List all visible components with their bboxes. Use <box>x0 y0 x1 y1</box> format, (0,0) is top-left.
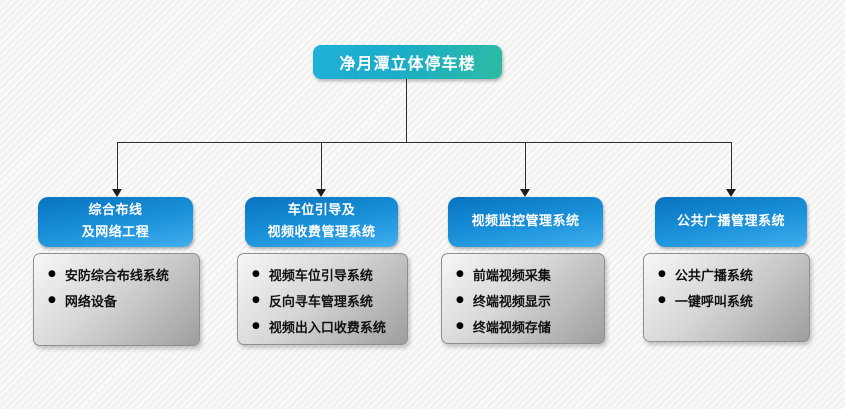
detail-list-parking-guidance: ● 视频车位引导系统 ● 反向寻车管理系统 ● 视频出入口收费系统 <box>237 253 408 345</box>
connector-root-stem <box>406 79 407 142</box>
bullet-icon: ● <box>456 321 464 331</box>
arrowhead-down-icon <box>112 189 122 197</box>
list-item: ● 视频出入口收费系统 <box>252 313 399 339</box>
branch-title-line: 视频收费管理系统 <box>267 225 376 240</box>
item-label: 前端视频采集 <box>472 268 551 284</box>
bullet-icon: ● <box>252 269 260 279</box>
list-item: ● 前端视频采集 <box>456 261 596 287</box>
branch-title-line: 及网络工程 <box>81 225 150 240</box>
list-item: ● 视频车位引导系统 <box>252 261 399 287</box>
branch-node-parking-guidance: 车位引导及 视频收费管理系统 <box>245 197 398 247</box>
item-label: 公共广播系统 <box>674 268 753 284</box>
bullet-icon: ● <box>658 269 666 279</box>
root-node: 净月潭立体停车楼 <box>313 45 502 79</box>
list-item: ● 反向寻车管理系统 <box>252 287 399 313</box>
branch-title-line: 公共广播管理系统 <box>676 214 785 229</box>
bullet-icon: ● <box>252 295 260 305</box>
list-item: ● 一键呼叫系统 <box>658 287 801 313</box>
branch-node-public-broadcast: 公共广播管理系统 <box>655 197 807 247</box>
list-item: ● 安防综合布线系统 <box>48 261 191 287</box>
item-label: 终端视频存储 <box>472 320 551 336</box>
arrowhead-down-icon <box>726 189 736 197</box>
connector-drop-4 <box>731 142 732 189</box>
detail-list-public-broadcast: ● 公共广播系统 ● 一键呼叫系统 <box>643 253 810 342</box>
bullet-icon: ● <box>48 295 56 305</box>
branch-title-line: 视频监控管理系统 <box>471 214 580 229</box>
item-label: 网络设备 <box>64 294 117 310</box>
branch-node-video-surveillance: 视频监控管理系统 <box>448 197 603 247</box>
arrowhead-down-icon <box>316 189 326 197</box>
bullet-icon: ● <box>48 269 56 279</box>
list-item: ● 网络设备 <box>48 287 191 313</box>
item-label: 视频车位引导系统 <box>268 268 373 284</box>
list-item: ● 终端视频存储 <box>456 313 596 339</box>
detail-list-cabling: ● 安防综合布线系统 ● 网络设备 <box>33 253 200 346</box>
item-label: 终端视频显示 <box>472 294 551 310</box>
arrowhead-down-icon <box>520 189 530 197</box>
item-label: 反向寻车管理系统 <box>268 294 373 310</box>
list-item: ● 公共广播系统 <box>658 261 801 287</box>
item-label: 安防综合布线系统 <box>64 268 169 284</box>
list-item: ● 终端视频显示 <box>456 287 596 313</box>
branch-node-cabling: 综合布线 及网络工程 <box>38 197 193 247</box>
connector-drop-2 <box>321 142 322 189</box>
connector-drop-1 <box>117 142 118 189</box>
connector-horizontal <box>117 142 732 143</box>
connector-drop-3 <box>525 142 526 189</box>
branch-title-line: 综合布线 <box>88 203 143 218</box>
bullet-icon: ● <box>658 295 666 305</box>
item-label: 视频出入口收费系统 <box>268 320 386 336</box>
item-label: 一键呼叫系统 <box>674 294 753 310</box>
branch-title-line: 车位引导及 <box>287 203 356 218</box>
bullet-icon: ● <box>456 295 464 305</box>
bullet-icon: ● <box>252 321 260 331</box>
detail-list-video-surveillance: ● 前端视频采集 ● 终端视频显示 ● 终端视频存储 <box>441 253 605 344</box>
bullet-icon: ● <box>456 269 464 279</box>
